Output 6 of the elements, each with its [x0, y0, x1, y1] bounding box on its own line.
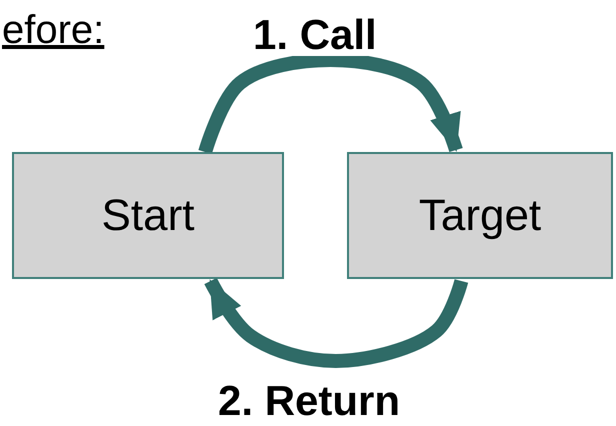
- node-label: Target: [418, 190, 542, 240]
- node-label: Start: [102, 190, 194, 240]
- curved-arrow: [204, 278, 468, 368]
- heading-text: efore:: [2, 10, 104, 50]
- process-box: [347, 152, 613, 279]
- process-box: [12, 152, 284, 279]
